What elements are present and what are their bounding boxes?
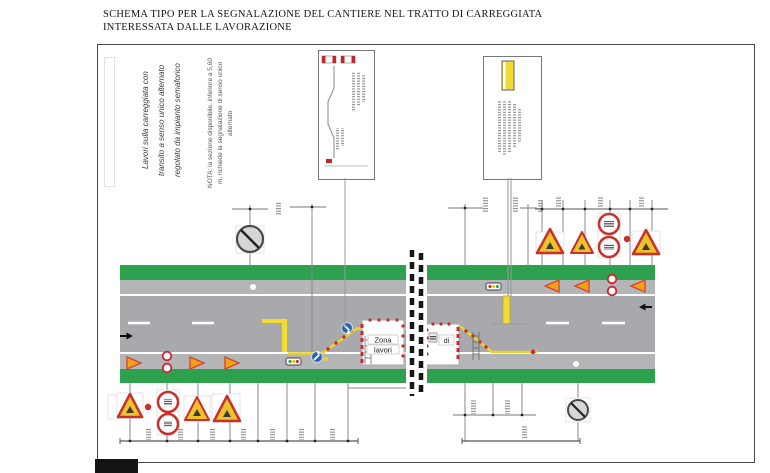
lane-closure-note: Lavori sulla carreggiata con transito a …: [141, 63, 182, 177]
traffic-light-detail-box: [318, 50, 375, 180]
legend-bracket: [104, 57, 115, 187]
page-title: SCHEMA TIPO PER LA SEGNALAZIONE DEL CANT…: [103, 8, 663, 34]
title-line-1: SCHEMA TIPO PER LA SEGNALAZIONE DEL CANT…: [103, 9, 543, 20]
section-note: NOTA: la sezione disponibile, inferiore …: [207, 58, 234, 188]
title-line-2: INTERESSATA DALLE LAVORAZIONE: [103, 22, 292, 33]
barrier-detail-box: [483, 56, 542, 180]
scan-artifact: [95, 459, 138, 473]
